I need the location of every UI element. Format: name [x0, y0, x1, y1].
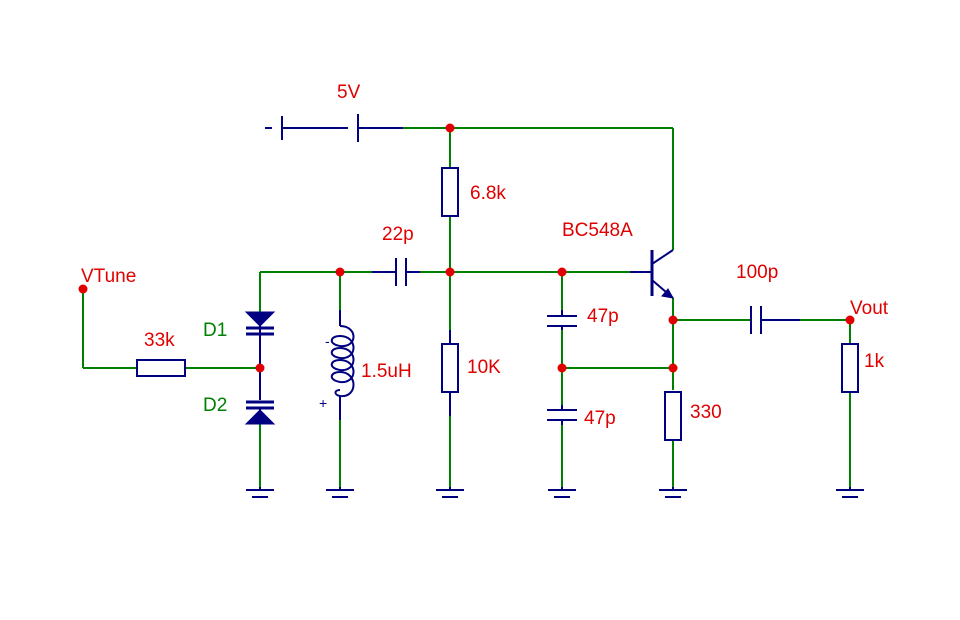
- node-base: [557, 267, 567, 277]
- node-emitter: [668, 315, 678, 325]
- resistor-6k8: [441, 167, 459, 217]
- ground-inductor: [326, 487, 354, 498]
- label-vout: Vout: [850, 298, 889, 319]
- node-base-bias: [445, 267, 455, 277]
- resistor-10k: [441, 343, 459, 393]
- capacitor-22p: [372, 258, 420, 286]
- node-tank: [335, 267, 345, 277]
- capacitor-47p-lower: [547, 405, 577, 425]
- label-330: 330: [690, 402, 722, 423]
- transistor-bc548a: [630, 249, 674, 299]
- label-d1: D1: [203, 320, 227, 341]
- label-22p: 22p: [382, 224, 414, 245]
- resistor-33k: [136, 359, 186, 377]
- resistor-330: [664, 391, 682, 441]
- ground-47p: [548, 487, 576, 498]
- inductor-1-5uh: [330, 310, 355, 420]
- ground-1k: [836, 487, 864, 498]
- wires: [82, 127, 851, 487]
- node-supply: [445, 123, 455, 133]
- resistor-1k: [841, 343, 859, 393]
- label-d2: D2: [203, 395, 227, 416]
- node-cap-mid: [557, 363, 567, 373]
- inductor-plus-sign: +: [319, 395, 327, 411]
- capacitor-47p-upper: [547, 310, 577, 330]
- label-bc548a: BC548A: [562, 220, 633, 241]
- label-10k: 10K: [467, 357, 501, 378]
- label-6k8: 6.8k: [470, 183, 506, 204]
- label-1-5uh: 1.5uH: [361, 361, 412, 382]
- node-vtune: [78, 284, 88, 294]
- diode-d2: [244, 368, 276, 425]
- inductor-minus-sign: -: [325, 333, 330, 349]
- label-5v: 5V: [337, 82, 361, 103]
- label-47p-lower: 47p: [584, 408, 616, 429]
- label-33k: 33k: [144, 330, 175, 351]
- node-emitter-r: [668, 363, 678, 373]
- label-vtune: VTune: [81, 266, 136, 287]
- node-vout: [845, 315, 855, 325]
- ground-330: [659, 487, 687, 498]
- junction-nodes: [78, 123, 855, 373]
- node-varactor-mid: [255, 363, 265, 373]
- label-100p: 100p: [736, 262, 778, 283]
- capacitor-100p: [750, 306, 800, 334]
- battery-5v: [265, 114, 403, 142]
- ground-10k: [436, 487, 464, 498]
- ground-d2: [246, 487, 274, 498]
- diode-d1: [244, 311, 276, 368]
- label-1k: 1k: [864, 351, 885, 372]
- label-47p-upper: 47p: [587, 306, 619, 327]
